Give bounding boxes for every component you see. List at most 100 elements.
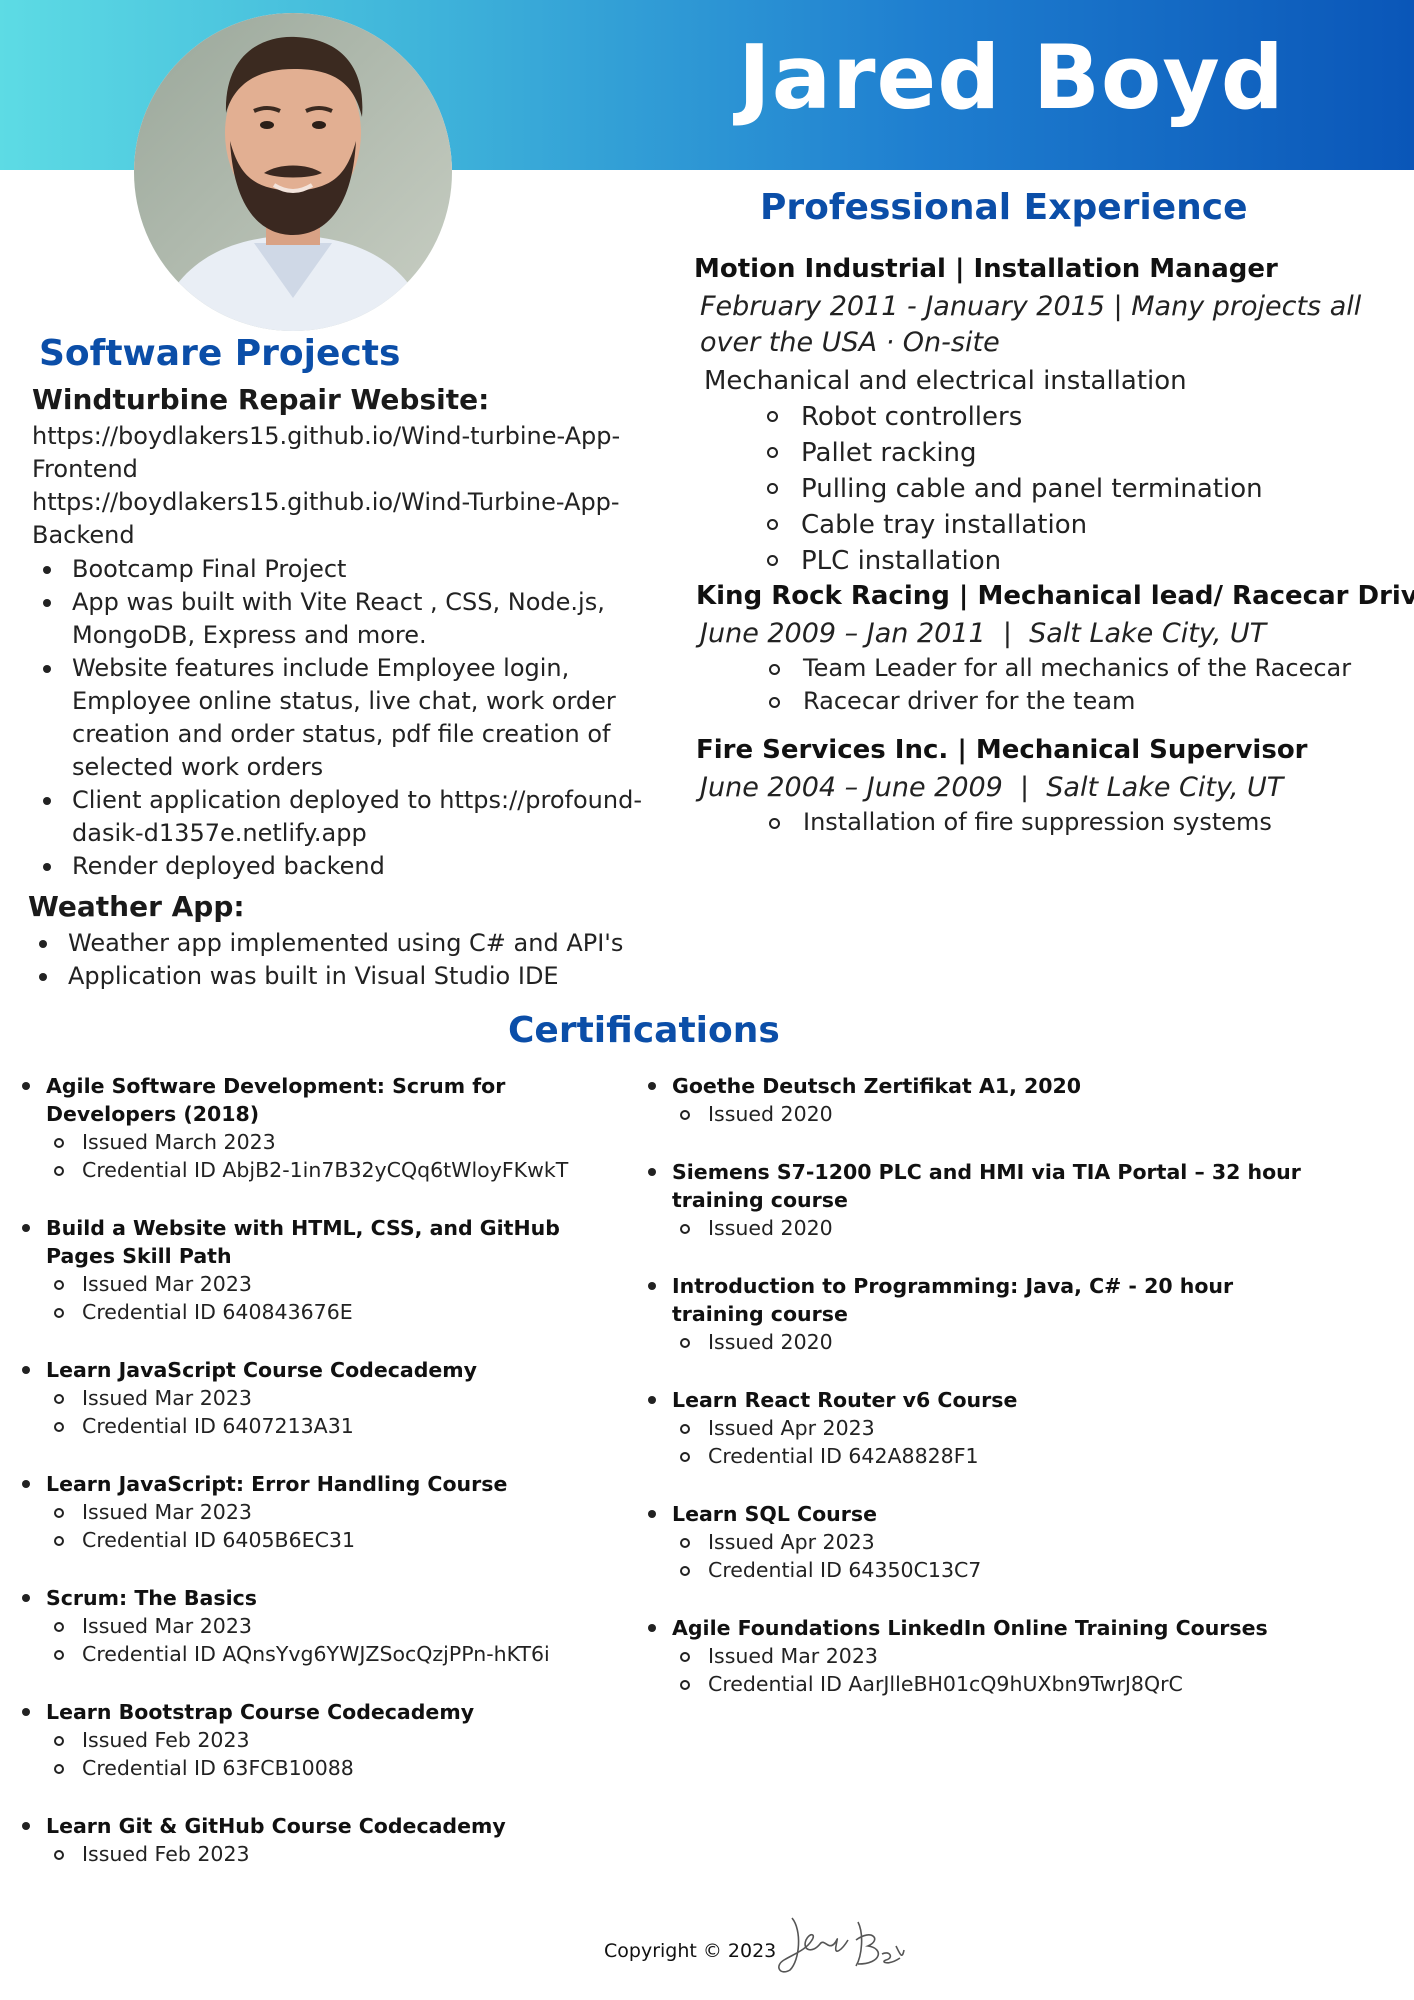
profile-photo: [134, 13, 452, 331]
certification-detail: Credential ID 642A8828F1: [672, 1442, 1328, 1470]
certification-detail: Credential ID 6405B6EC31: [46, 1526, 622, 1554]
list-item: Pulling cable and panel termination: [764, 471, 1324, 507]
certification-name: Build a Website with HTML, CSS, and GitH…: [46, 1216, 560, 1268]
certification-detail: Issued Feb 2023: [46, 1726, 622, 1754]
project-links: https://boydlakers15.github.io/Wind-turb…: [32, 420, 672, 552]
experience-title: Professional Experience: [760, 187, 1248, 228]
list-item: App was built with Vite React , CSS, Nod…: [32, 586, 692, 652]
certifications-left-column: Agile Software Development: Scrum for De…: [22, 1072, 622, 1898]
certification-item: Agile Software Development: Scrum for De…: [22, 1072, 622, 1184]
certification-name: Learn SQL Course: [672, 1502, 877, 1526]
certification-name: Learn JavaScript Course Codecademy: [46, 1358, 478, 1382]
person-name: Jared Boyd: [738, 26, 1285, 129]
list-item: Website features include Employee login,…: [32, 652, 692, 784]
project-bullets: Weather app implemented using C# and API…: [28, 927, 688, 993]
project-title: Weather App:: [28, 890, 245, 923]
certification-name: Agile Software Development: Scrum for De…: [46, 1074, 506, 1126]
certification-detail: Issued Apr 2023: [672, 1414, 1328, 1442]
certification-details: Issued Feb 2023: [46, 1840, 622, 1868]
job-items: Team Leader for all mechanics of the Rac…: [766, 652, 1366, 718]
certification-detail: Credential ID AQnsYvg6YWJZSocQzjPPn-hKT6…: [46, 1640, 622, 1668]
certification-detail: Issued March 2023: [46, 1128, 622, 1156]
list-item: Weather app implemented using C# and API…: [28, 927, 688, 960]
list-item: Client application deployed to https://p…: [32, 784, 692, 850]
certification-item: Build a Website with HTML, CSS, and GitH…: [22, 1214, 622, 1326]
certification-detail: Credential ID 64350C13C7: [672, 1556, 1328, 1584]
project-title: Windturbine Repair Website:: [32, 383, 490, 416]
certification-item: Agile Foundations LinkedIn Online Traini…: [648, 1614, 1328, 1698]
certification-name: Learn Bootstrap Course Codecademy: [46, 1700, 475, 1724]
job-items: Installation of fire suppression systems: [766, 806, 1366, 839]
certification-detail: Issued Mar 2023: [46, 1384, 622, 1412]
copyright-text: Copyright © 2023: [604, 1940, 777, 1962]
list-item: Robot controllers: [764, 399, 1324, 435]
project-bullets: Bootcamp Final Project App was built wit…: [32, 553, 692, 883]
certification-detail: Credential ID 63FCB10088: [46, 1754, 622, 1782]
certification-detail: Issued 2020: [672, 1328, 1328, 1356]
certifications-title: Certifications: [508, 1010, 780, 1051]
list-item: Bootcamp Final Project: [32, 553, 692, 586]
job-items: Robot controllers Pallet racking Pulling…: [764, 399, 1324, 579]
job-title: Fire Services Inc. | Mechanical Supervis…: [696, 735, 1308, 765]
certification-name: Learn Git & GitHub Course Codecademy: [46, 1814, 506, 1838]
job-title: King Rock Racing | Mechanical lead/ Race…: [696, 581, 1414, 611]
certification-detail: Credential ID 6407213A31: [46, 1412, 622, 1440]
certification-detail: Issued 2020: [672, 1214, 1328, 1242]
list-item: PLC installation: [764, 543, 1324, 579]
certification-details: Issued 2020: [672, 1214, 1328, 1242]
list-item: Render deployed backend: [32, 850, 692, 883]
signature-image: [772, 1910, 912, 1984]
certification-detail: Credential ID AbjB2-1in7B32yCQq6tWloyFKw…: [46, 1156, 622, 1184]
list-item: Application was built in Visual Studio I…: [28, 960, 688, 993]
job-dates: June 2004 – June 2009 | Salt Lake City, …: [700, 772, 1284, 803]
certification-name: Agile Foundations LinkedIn Online Traini…: [672, 1616, 1268, 1640]
certification-name: Siemens S7-1200 PLC and HMI via TIA Port…: [672, 1160, 1301, 1212]
certification-detail: Issued Mar 2023: [672, 1642, 1328, 1670]
certification-name: Introduction to Programming: Java, C# - …: [672, 1274, 1234, 1326]
certification-detail: Issued Feb 2023: [46, 1840, 622, 1868]
job-title: Motion Industrial | Installation Manager: [694, 254, 1278, 284]
certification-name: Scrum: The Basics: [46, 1586, 257, 1610]
job-summary: Mechanical and electrical installation: [704, 366, 1187, 396]
certification-details: Issued 2020: [672, 1328, 1328, 1356]
certification-detail: Issued Mar 2023: [46, 1498, 622, 1526]
software-projects-title: Software Projects: [39, 333, 401, 374]
certification-name: Learn React Router v6 Course: [672, 1388, 1018, 1412]
list-item: Team Leader for all mechanics of the Rac…: [766, 652, 1366, 685]
certification-details: Issued 2020: [672, 1100, 1328, 1128]
job-dates: June 2009 – Jan 2011 | Salt Lake City, U…: [700, 618, 1267, 649]
certification-detail: Credential ID AarJlleBH01cQ9hUXbn9TwrJ8Q…: [672, 1670, 1328, 1698]
certification-detail: Issued 2020: [672, 1100, 1328, 1128]
certification-detail: Issued Apr 2023: [672, 1528, 1328, 1556]
certification-name: Learn JavaScript: Error Handling Course: [46, 1472, 508, 1496]
certification-detail: Credential ID 640843676E: [46, 1298, 622, 1326]
certification-item: Introduction to Programming: Java, C# - …: [648, 1272, 1328, 1356]
project-link-frontend[interactable]: https://boydlakers15.github.io/Wind-turb…: [32, 422, 621, 483]
list-item: Cable tray installation: [764, 507, 1324, 543]
project-link-backend[interactable]: https://boydlakers15.github.io/Wind-Turb…: [32, 488, 620, 549]
certification-detail: Issued Mar 2023: [46, 1612, 622, 1640]
job-dates: February 2011 - January 2015 | Many proj…: [700, 291, 1362, 358]
list-item: Pallet racking: [764, 435, 1324, 471]
certification-detail: Issued Mar 2023: [46, 1270, 622, 1298]
certification-item: Siemens S7-1200 PLC and HMI via TIA Port…: [648, 1158, 1328, 1242]
certification-name: Goethe Deutsch Zertifikat A1, 2020: [672, 1074, 1082, 1098]
